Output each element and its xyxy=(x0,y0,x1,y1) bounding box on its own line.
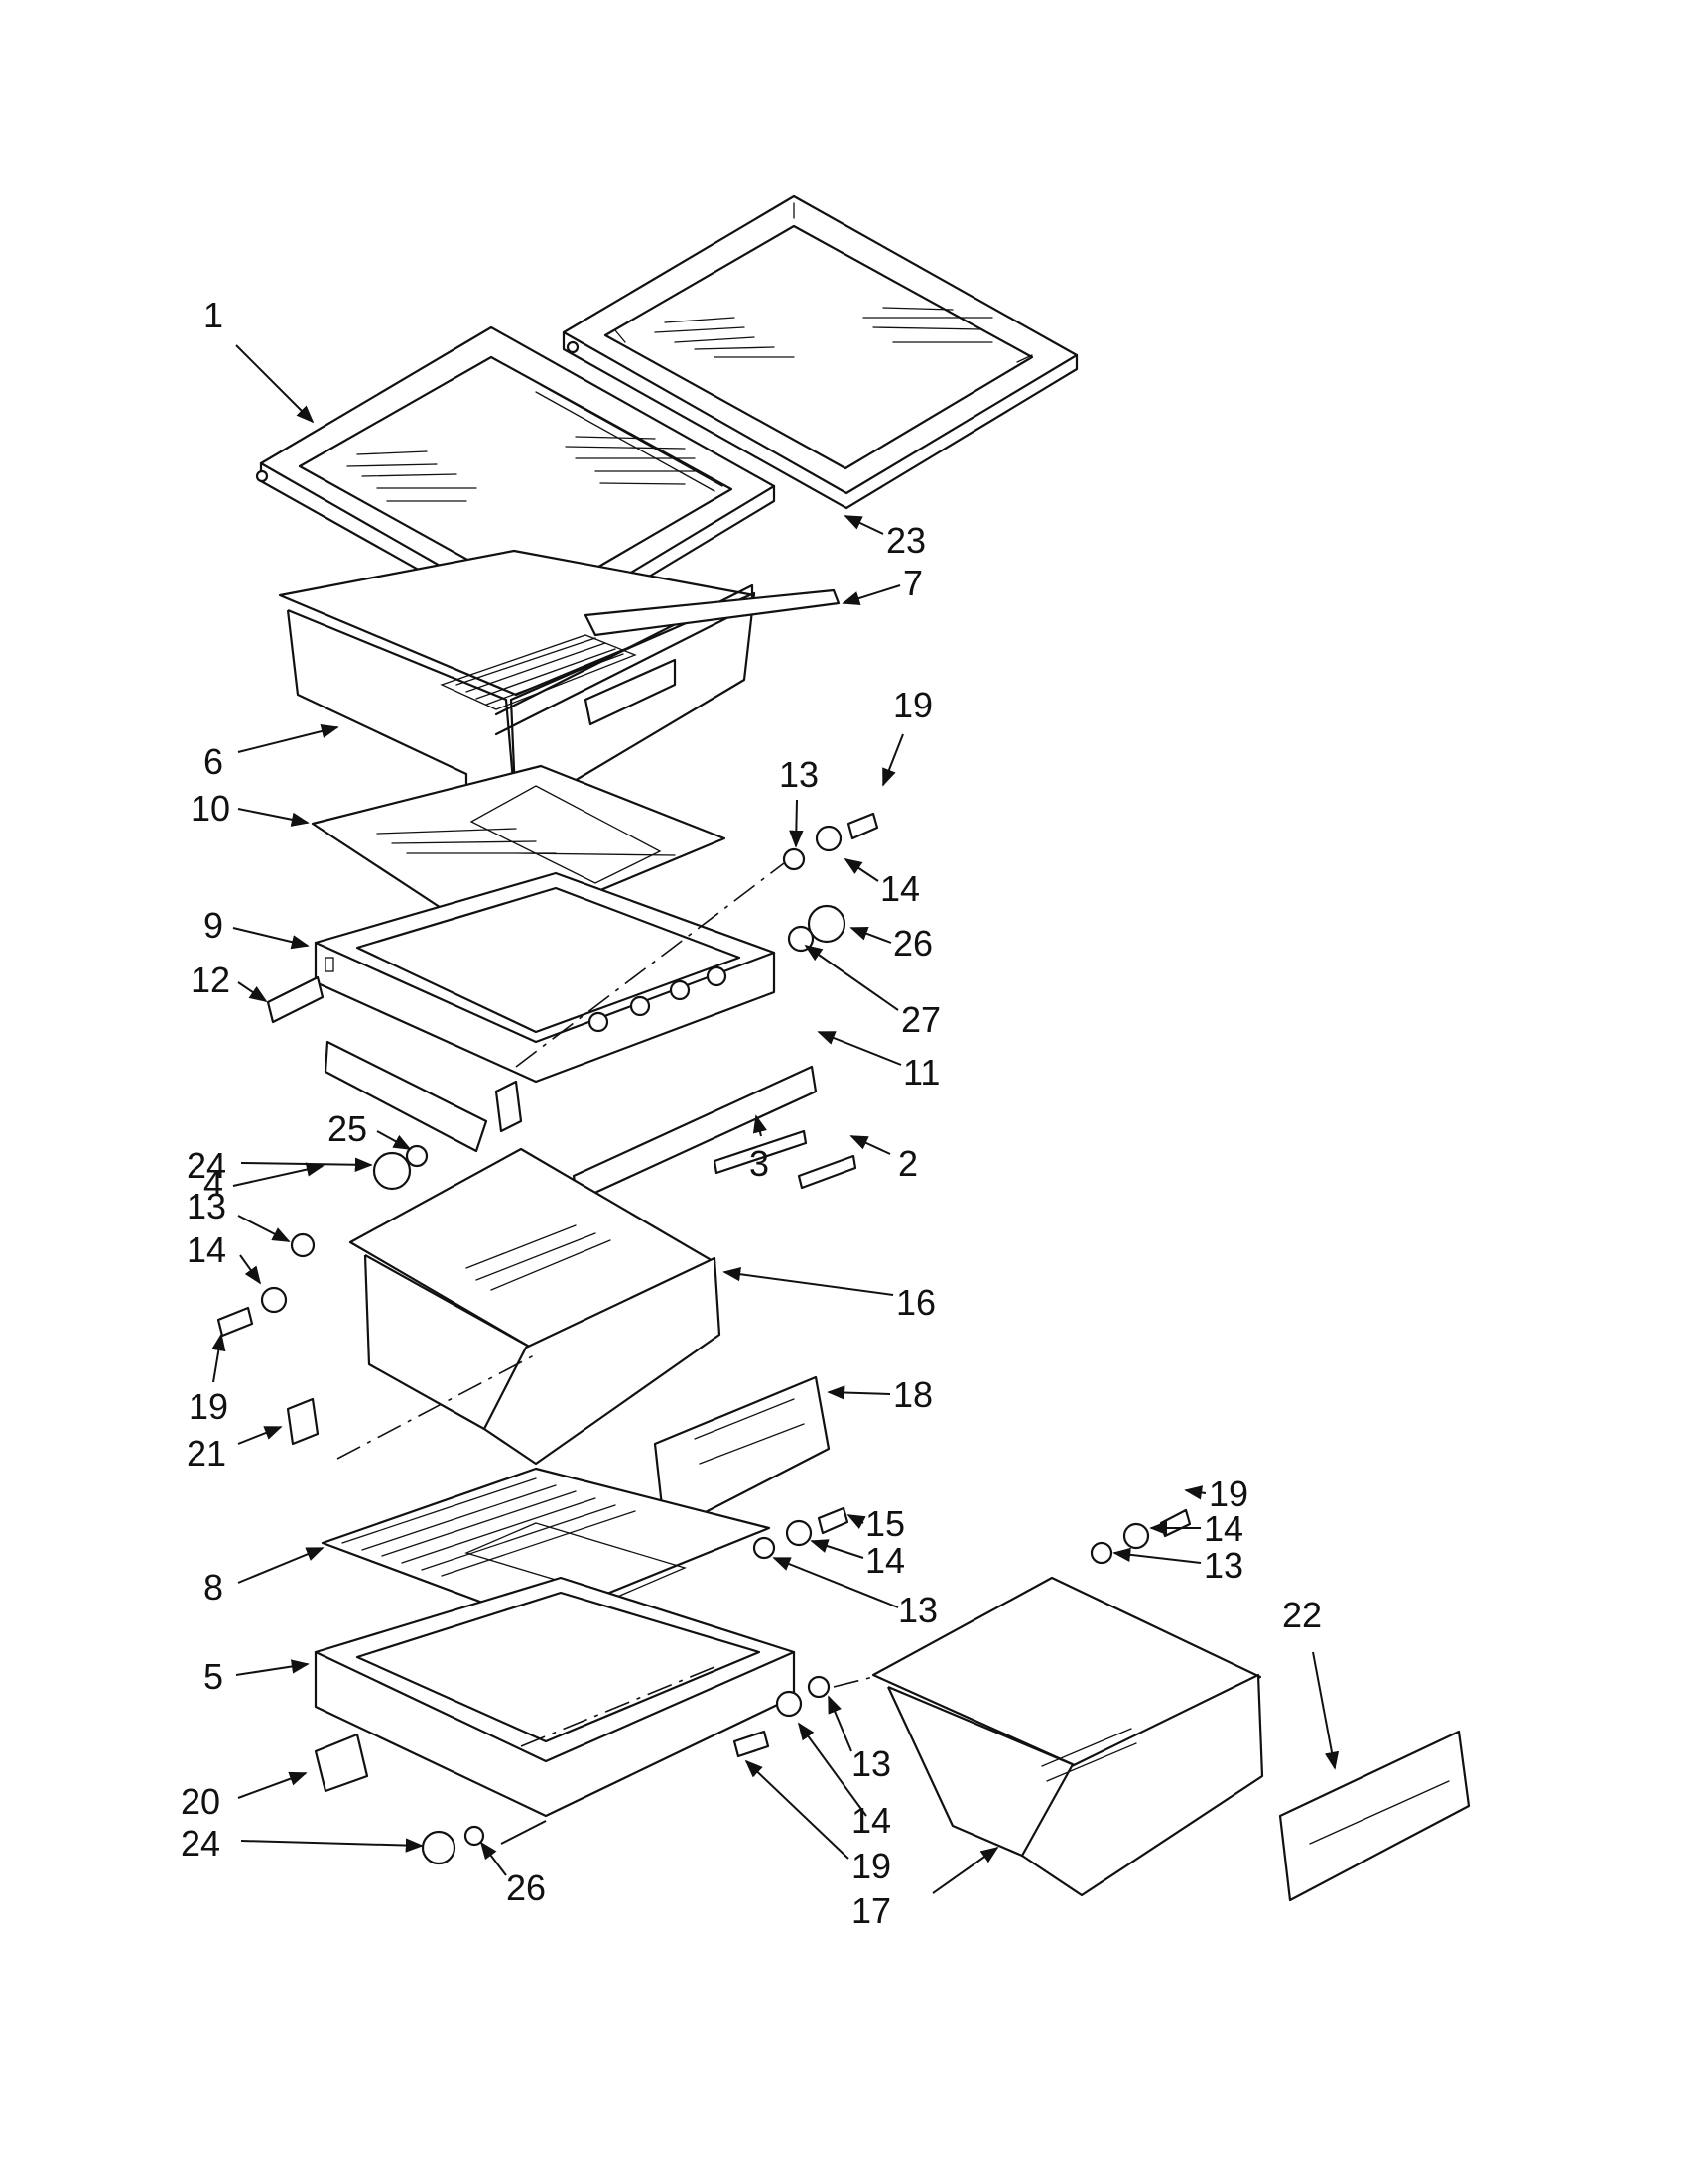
callout-7: 7 xyxy=(903,563,923,603)
part-20-tab xyxy=(314,1733,369,1793)
callout-13b: 13 xyxy=(187,1186,226,1226)
callout-leaders xyxy=(211,344,1340,1894)
callout-27: 27 xyxy=(901,999,941,1040)
callout-13d: 13 xyxy=(1204,1545,1243,1586)
callout-5: 5 xyxy=(203,1656,223,1697)
callout-22: 22 xyxy=(1282,1595,1322,1635)
part-2-clip xyxy=(797,1154,857,1190)
part-22-drawer-front xyxy=(1278,1730,1471,1902)
part-21-latch xyxy=(286,1397,320,1446)
hardware-lower xyxy=(421,1506,1192,1865)
callout-13c: 13 xyxy=(898,1590,938,1630)
callout-25: 25 xyxy=(327,1108,367,1149)
callout-26a: 26 xyxy=(893,923,933,964)
callout-19b: 19 xyxy=(189,1386,228,1427)
part-16-deli-drawer xyxy=(348,1147,721,1466)
callout-14a: 14 xyxy=(880,868,920,909)
callout-17: 17 xyxy=(851,1890,891,1931)
callout-18: 18 xyxy=(893,1374,933,1415)
callout-13a: 13 xyxy=(779,754,819,795)
hardware-upper-right xyxy=(782,812,879,953)
callout-21: 21 xyxy=(187,1433,226,1474)
callout-labels: 1 23 7 6 10 13 19 14 9 26 27 12 11 4 25 … xyxy=(181,295,1322,1931)
part-17-lower-crisper xyxy=(871,1576,1264,1897)
callout-9: 9 xyxy=(203,905,223,946)
callout-13e: 13 xyxy=(851,1743,891,1784)
part-11-side-rail xyxy=(572,1065,818,1203)
part-23-shelf-right xyxy=(562,194,1079,510)
callout-19a: 19 xyxy=(893,685,933,725)
part-7-rail xyxy=(584,588,841,637)
callout-2: 2 xyxy=(898,1143,918,1184)
callout-4: 4 xyxy=(203,1163,223,1204)
callout-15: 15 xyxy=(865,1503,905,1544)
callout-11: 11 xyxy=(903,1052,940,1092)
callout-16: 16 xyxy=(896,1282,936,1323)
callout-26b: 26 xyxy=(506,1867,546,1908)
callout-20: 20 xyxy=(181,1781,220,1822)
part-9-cover-frame xyxy=(314,871,776,1133)
callout-12: 12 xyxy=(191,960,230,1000)
callout-14c: 14 xyxy=(865,1540,905,1581)
callout-24a: 24 xyxy=(187,1145,226,1186)
callout-19c: 19 xyxy=(1209,1474,1248,1514)
callout-1: 1 xyxy=(203,295,223,335)
callout-14e: 14 xyxy=(851,1800,891,1841)
callout-14b: 14 xyxy=(187,1229,226,1270)
callout-10: 10 xyxy=(191,788,230,829)
callout-19d: 19 xyxy=(851,1846,891,1886)
hardware-upper-left xyxy=(216,1144,429,1338)
callout-14d: 14 xyxy=(1204,1508,1243,1549)
part-6-upper-crisper xyxy=(278,549,756,818)
part-3-clip xyxy=(713,1129,808,1175)
callout-6: 6 xyxy=(203,741,223,782)
part-4-side-rail xyxy=(324,1040,488,1153)
part-5-lower-frame xyxy=(314,1576,796,1818)
callout-3: 3 xyxy=(749,1143,769,1184)
part-12-slide xyxy=(266,975,325,1024)
callout-8: 8 xyxy=(203,1567,223,1607)
callout-24b: 24 xyxy=(181,1823,220,1863)
callout-23: 23 xyxy=(886,520,926,561)
part-10-glass-insert xyxy=(311,764,726,940)
